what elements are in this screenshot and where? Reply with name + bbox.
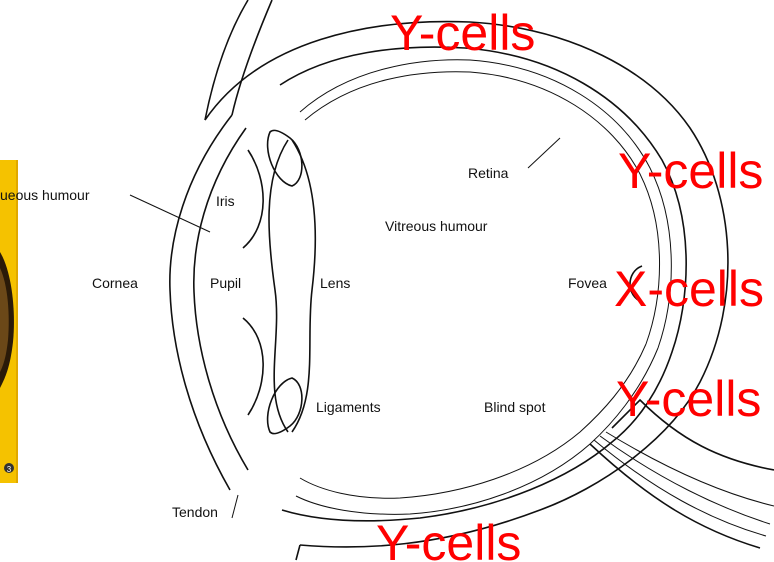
lower-eyelid-edge bbox=[295, 544, 301, 561]
aqueous-leader bbox=[129, 194, 211, 233]
annotation-upper-right: Y-cells bbox=[618, 143, 763, 199]
inset-photo: 3 bbox=[0, 160, 18, 483]
sclera-outer bbox=[204, 20, 729, 548]
label-pupil: Pupil bbox=[210, 275, 241, 291]
inset-badge-icon bbox=[4, 463, 14, 473]
anterior-segment bbox=[169, 114, 317, 491]
label-cornea: Cornea bbox=[92, 275, 138, 291]
annotation-fovea: X-cells bbox=[614, 261, 764, 317]
choroid-lower bbox=[299, 343, 647, 499]
eye-walls bbox=[204, 0, 729, 561]
anatomy-labels: ueous humour Iris Cornea Pupil Lens Liga… bbox=[0, 165, 607, 520]
lens-back bbox=[291, 139, 317, 433]
optic-nerve-lower bbox=[589, 443, 761, 549]
ciliary-upper bbox=[266, 129, 303, 187]
annotation-lower-right: Y-cells bbox=[616, 371, 761, 427]
sclera-inner bbox=[279, 46, 687, 522]
iris-upper bbox=[242, 149, 264, 249]
posterior-structures bbox=[589, 265, 774, 549]
label-vitreous-humour: Vitreous humour bbox=[385, 218, 488, 234]
upper-eyelid-edge-2 bbox=[231, 0, 273, 116]
nerve-fiber-2 bbox=[605, 431, 774, 507]
label-tendon: Tendon bbox=[172, 504, 218, 520]
optic-nerve-upper bbox=[611, 398, 774, 471]
leader-lines bbox=[129, 137, 561, 519]
cornea-outer bbox=[169, 114, 233, 491]
inset-badge: 3 bbox=[7, 465, 12, 474]
label-retina: Retina bbox=[468, 165, 509, 181]
iris-lower bbox=[242, 317, 264, 416]
fovea-pit bbox=[629, 265, 643, 303]
sclera-lower-inner bbox=[295, 347, 659, 515]
tendon-leader bbox=[231, 494, 239, 519]
retina-inner bbox=[304, 71, 660, 345]
nerve-fiber-3 bbox=[593, 439, 767, 537]
upper-eyelid-edge bbox=[204, 0, 249, 121]
ciliary-lower bbox=[266, 377, 303, 435]
label-blind-spot: Blind spot bbox=[484, 399, 546, 415]
cell-annotations: Y-cells Y-cells X-cells Y-cells Y-cells bbox=[376, 5, 764, 562]
cornea-inner bbox=[193, 127, 249, 471]
annotation-bottom: Y-cells bbox=[376, 515, 521, 562]
retina-leader bbox=[527, 137, 561, 169]
label-aqueous-humour: ueous humour bbox=[0, 187, 90, 203]
label-lens: Lens bbox=[320, 275, 350, 291]
retina-outer bbox=[299, 59, 672, 349]
annotation-top: Y-cells bbox=[390, 5, 535, 61]
label-iris: Iris bbox=[216, 193, 235, 209]
nerve-fiber-1 bbox=[599, 435, 771, 525]
label-fovea: Fovea bbox=[568, 275, 607, 291]
label-ligaments: Ligaments bbox=[316, 399, 381, 415]
